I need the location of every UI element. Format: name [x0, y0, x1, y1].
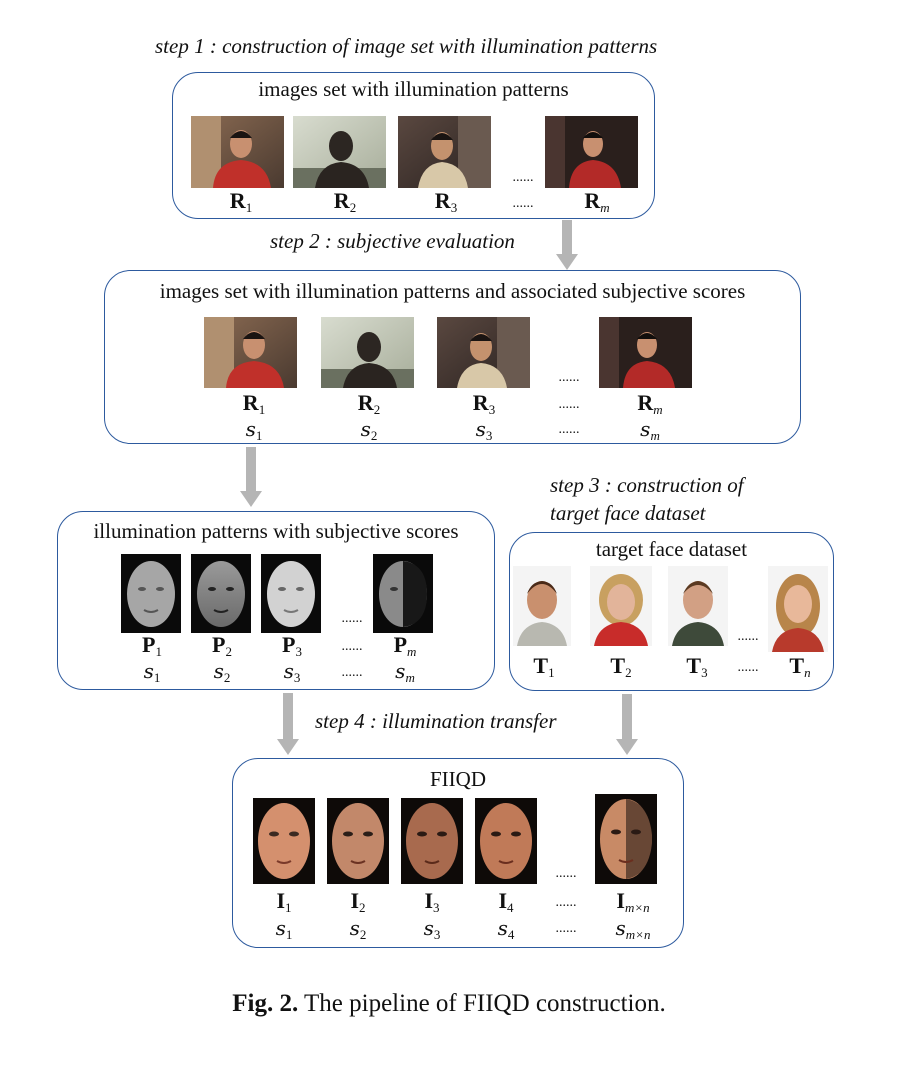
label-tn: Tn [789, 653, 811, 680]
face-tn [768, 566, 828, 652]
result-i1 [253, 798, 315, 884]
score-i-s3: s3 [423, 916, 441, 942]
dots-i-top: ...... [555, 866, 577, 881]
fiiqd-title: FIIQD [430, 767, 486, 791]
label-rm: Rm [584, 188, 610, 215]
label-r2: R2 [333, 188, 357, 215]
photo-r3 [398, 116, 491, 188]
score-i-smn: sm×n [615, 916, 651, 942]
dots-r2-label: ...... [558, 397, 580, 412]
photo-r1-scored [204, 317, 297, 388]
score-p-s2: s2 [213, 659, 231, 685]
dots-i-score: ...... [555, 921, 577, 936]
pattern-pm [373, 554, 433, 633]
figure-caption: Fig. 2. The pipeline of FIIQD constructi… [0, 990, 898, 1018]
dots-p-top: ...... [341, 611, 363, 626]
label-i3: I3 [424, 888, 440, 915]
dots-t-top: ...... [737, 629, 759, 644]
label-r2-scored: R2 [357, 390, 381, 417]
label-p3: P3 [282, 632, 302, 659]
caption-figure-number: Fig. 2. [232, 990, 299, 1017]
label-r1-scored: R1 [242, 390, 266, 417]
score-p-s1: s1 [143, 659, 161, 685]
image-set-title: images set with illumination patterns [258, 77, 569, 101]
arrow-patterns-to-fiiqd [277, 693, 299, 755]
face-t1 [513, 566, 571, 646]
label-rm-scored: Rm [637, 390, 663, 417]
label-p1: P1 [142, 632, 162, 659]
score-i-s2: s2 [349, 916, 367, 942]
score-p-sm: sm [395, 659, 415, 685]
label-p2: P2 [212, 632, 232, 659]
score-s1: s1 [245, 417, 263, 443]
dots-p-label: ...... [341, 639, 363, 654]
score-i-s4: s4 [497, 916, 515, 942]
result-i4 [475, 798, 537, 884]
label-t2: T2 [610, 653, 632, 680]
label-i2: I2 [350, 888, 366, 915]
label-r3-scored: R3 [472, 390, 496, 417]
caption-text: The pipeline of FIIQD construction. [298, 990, 666, 1017]
step3-label-line1: step 3 : construction of [550, 473, 744, 497]
label-t3: T3 [686, 653, 708, 680]
photo-r2 [293, 116, 386, 188]
score-i-s1: s1 [275, 916, 293, 942]
result-imn [595, 794, 657, 884]
target-face-title: target face dataset [595, 537, 748, 561]
label-t1: T1 [533, 653, 555, 680]
result-i2 [327, 798, 389, 884]
score-p-s3: s3 [283, 659, 301, 685]
face-t2 [590, 566, 652, 646]
arrow-step2 [556, 220, 578, 270]
photo-r1 [191, 116, 284, 188]
patterns-title: illumination patterns with subjective sc… [93, 519, 459, 543]
dots-r-top: ...... [512, 170, 534, 185]
dots-r2-top: ...... [558, 370, 580, 385]
label-r3: R3 [434, 188, 458, 215]
dots-s2: ...... [558, 422, 580, 437]
label-imn: Im×n [616, 888, 650, 915]
step1-label: step 1 : construction of image set with … [155, 34, 658, 58]
dots-r-label: ...... [512, 196, 534, 211]
step3-label-line2: target face dataset [550, 501, 706, 525]
label-i4: I4 [498, 888, 514, 915]
pattern-p2 [191, 554, 251, 633]
pattern-p1 [121, 554, 181, 633]
step4-label: step 4 : illumination transfer [315, 709, 557, 733]
photo-rm-scored [599, 317, 692, 388]
score-s2: s2 [360, 417, 378, 443]
face-t3 [668, 566, 728, 646]
dots-p-score: ...... [341, 665, 363, 680]
score-s3: s3 [475, 417, 493, 443]
photo-r2-scored [321, 317, 414, 388]
arrow-targets-to-fiiqd [616, 694, 638, 755]
score-sm: sm [640, 417, 660, 443]
photo-r3-scored [437, 317, 530, 388]
photo-rm [545, 116, 638, 188]
label-pm: Pm [393, 632, 417, 659]
label-r1: R1 [229, 188, 253, 215]
arrow-to-patterns [240, 447, 262, 507]
result-i3 [401, 798, 463, 884]
label-i1: I1 [276, 888, 292, 915]
dots-i-label: ...... [555, 895, 577, 910]
pattern-p3 [261, 554, 321, 633]
step2-label: step 2 : subjective evaluation [270, 229, 515, 253]
dots-t-label: ...... [737, 660, 759, 675]
scored-image-set-title: images set with illumination patterns an… [159, 279, 746, 303]
